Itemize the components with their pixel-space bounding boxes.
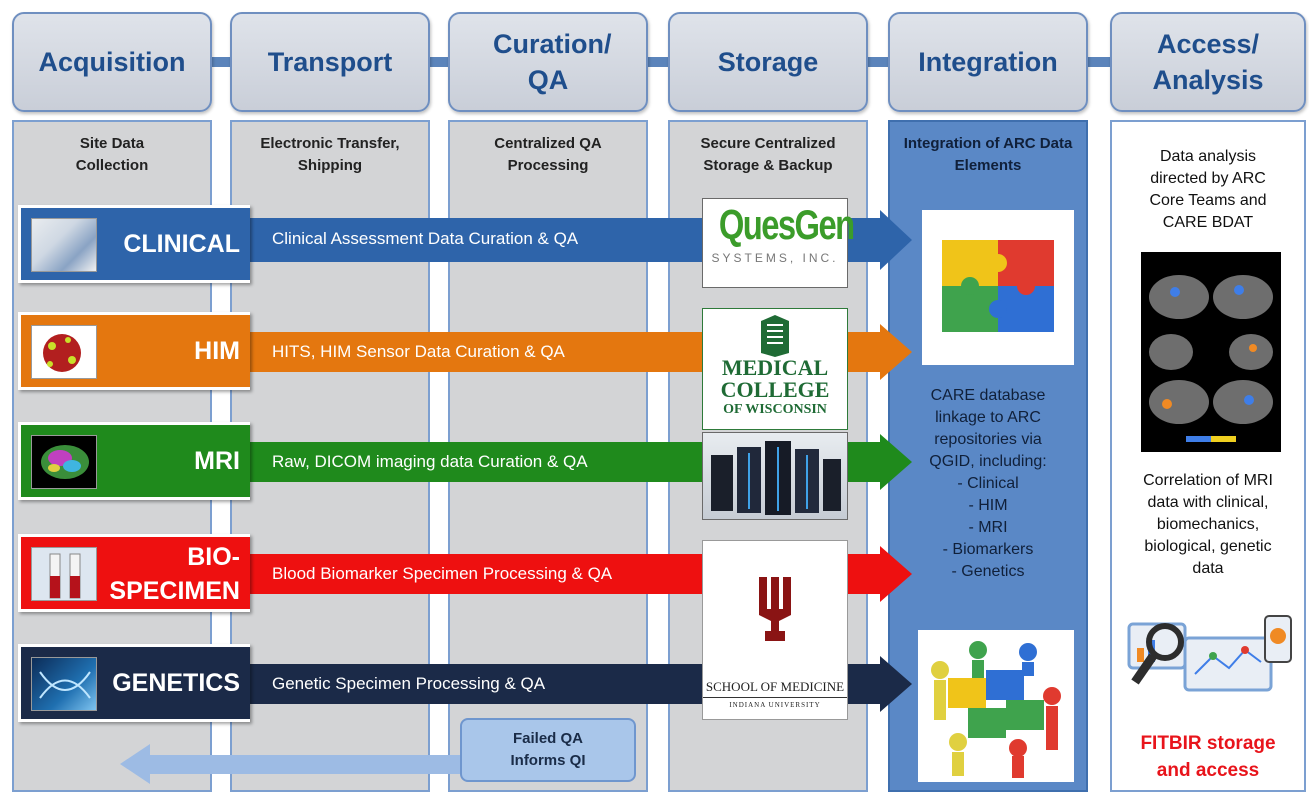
- quesgen-logo: QuesGen SYSTEMS, INC.: [702, 198, 855, 288]
- mcw-logo: MEDICAL COLLEGE OF WISCONSIN: [702, 308, 848, 430]
- mcw-line3: OF WISCONSIN: [723, 402, 827, 417]
- him-description: HITS, HIM Sensor Data Curation & QA: [272, 342, 565, 361]
- failed-qa-box: Failed QA Informs QI: [460, 718, 636, 782]
- biospecimen-label-line1: BIO-: [187, 543, 240, 571]
- clinical-label: CLINICAL: [123, 230, 240, 258]
- stage-access-analysis: Access/ Analysis: [1110, 12, 1306, 112]
- fitbir-text: FITBIR storage and access: [1140, 733, 1276, 781]
- iu-trident-icon: [759, 577, 791, 641]
- column-header-integration: Integration of ARC Data Elements: [903, 135, 1073, 174]
- quesgen-logo-sub: SYSTEMS, INC.: [711, 251, 839, 265]
- biospecimen-tubes-image: [31, 547, 97, 601]
- him-label: HIM: [194, 337, 240, 365]
- biospecimen-label-line2: SPECIMEN: [109, 577, 240, 605]
- mcw-line2: COLLEGE: [720, 377, 830, 402]
- integration-description: CARE database linkage to ARC repositorie…: [929, 387, 1047, 580]
- puzzle-image: [922, 210, 1074, 365]
- mri-description: Raw, DICOM imaging data Curation & QA: [272, 452, 588, 471]
- failed-qa-line2: Informs QI: [510, 752, 586, 769]
- mri-label-block: MRI: [18, 422, 250, 500]
- puzzle-icon: [942, 240, 1054, 332]
- analytics-icon: [1125, 610, 1295, 710]
- him-label-block: HIM: [18, 312, 250, 390]
- him-sensor-image: [31, 325, 97, 379]
- column-header-storage: Secure Centralized Storage & Backup: [700, 135, 836, 174]
- mcw-crest-icon: [761, 315, 789, 357]
- mcw-line1: MEDICAL: [721, 355, 829, 380]
- column-header-transfer: Electronic Transfer, Shipping: [260, 135, 400, 174]
- genetics-label: GENETICS: [112, 669, 240, 697]
- stage-curation: Curation/ QA: [448, 12, 648, 112]
- iu-school-of-medicine-logo: SCHOOL OF MEDICINE INDIANA UNIVERSITY: [702, 540, 848, 720]
- mri-label: MRI: [194, 447, 240, 475]
- column-header-qa: Centralized QA Processing: [494, 135, 602, 174]
- stage-integration: Integration: [888, 12, 1088, 112]
- clinical-label-block: CLINICAL: [18, 205, 250, 283]
- analysis-intro: Data analysis directed by ARC Core Teams…: [1149, 148, 1267, 231]
- column-header-site-data: Site Data Collection: [75, 135, 149, 174]
- stage-connector: [150, 57, 1150, 67]
- feedback-arrow: [120, 744, 460, 784]
- quesgen-logo-main: QuesGen: [718, 201, 855, 248]
- puzzle-team-image: [918, 630, 1074, 782]
- brain-analysis-image: [1141, 252, 1281, 452]
- data-center-image: [702, 432, 848, 520]
- clinical-description: Clinical Assessment Data Curation & QA: [272, 229, 579, 248]
- stage-transport: Transport: [230, 12, 430, 112]
- failed-qa-line1: Failed QA: [512, 730, 583, 747]
- mri-brain-image: [31, 435, 97, 489]
- clinical-photo: [31, 218, 97, 272]
- genetics-description: Genetic Specimen Processing & QA: [272, 674, 546, 693]
- stage-acquisition: Acquisition: [12, 12, 212, 112]
- iu-line2: INDIANA UNIVERSITY: [729, 701, 821, 709]
- biospecimen-description: Blood Biomarker Specimen Processing & QA: [272, 564, 613, 583]
- stage-storage: Storage: [668, 12, 868, 112]
- genetics-dna-image: [31, 657, 97, 711]
- team-puzzle-icon: [931, 641, 1061, 778]
- genetics-label-block: GENETICS: [18, 644, 250, 722]
- biospecimen-label-block: BIO- SPECIMEN: [18, 534, 250, 612]
- iu-line1: SCHOOL OF MEDICINE: [703, 679, 847, 698]
- analysis-correlation: Correlation of MRI data with clinical, b…: [1143, 472, 1273, 577]
